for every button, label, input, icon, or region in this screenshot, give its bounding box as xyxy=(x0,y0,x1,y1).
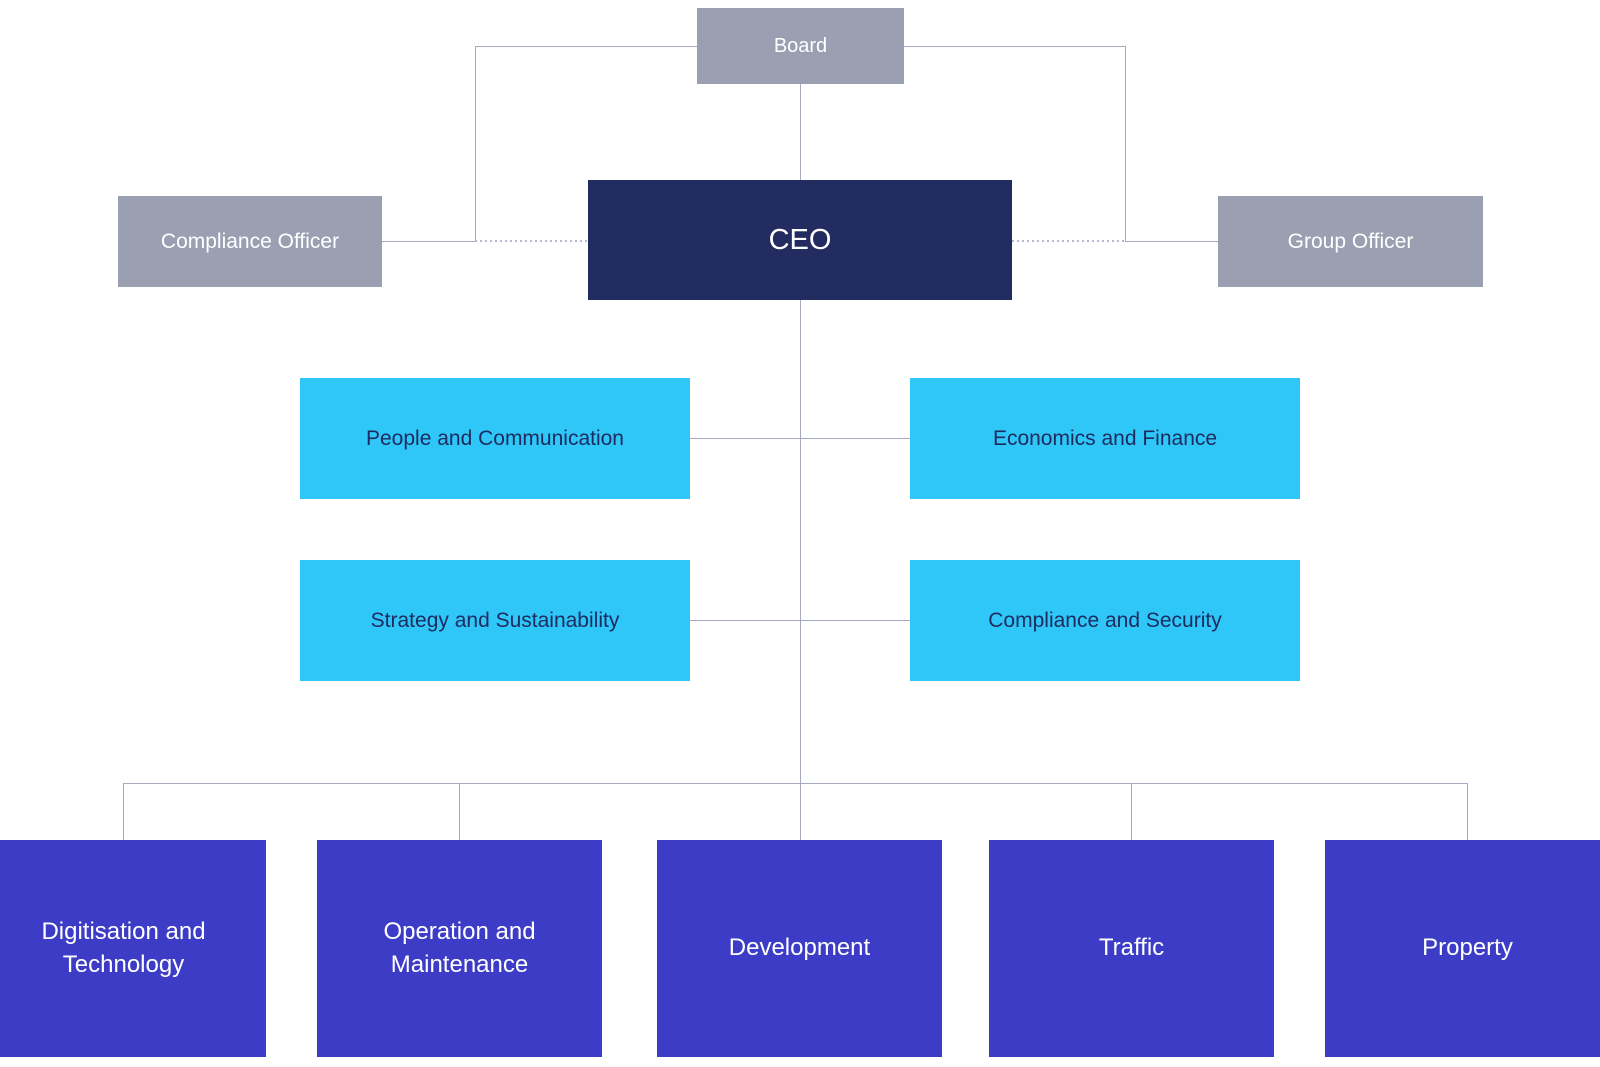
connector-group-officer-solid xyxy=(1125,241,1218,242)
org-node-group-officer: Group Officer xyxy=(1218,196,1483,287)
connector-right-junction-vertical xyxy=(1125,46,1126,241)
connector-drop-property xyxy=(1467,783,1468,840)
org-node-digitisation-and-technology: Digitisation and Technology xyxy=(0,840,266,1057)
connector-compliance-security xyxy=(800,620,910,621)
strategy-and-sustainability-label: Strategy and Sustainability xyxy=(370,608,620,632)
connector-board-to-left-junction xyxy=(475,46,697,47)
connector-left-junction-vertical xyxy=(475,46,476,241)
connector-strategy-sustainability xyxy=(690,620,800,621)
connector-ceo-to-department-bus xyxy=(800,300,801,783)
connector-drop-operation-maintenance xyxy=(459,783,460,840)
compliance-and-security-label: Compliance and Security xyxy=(988,608,1222,632)
group-officer-label: Group Officer xyxy=(1287,229,1414,253)
economics-and-finance-label: Economics and Finance xyxy=(992,426,1218,450)
org-node-compliance-officer: Compliance Officer xyxy=(118,196,382,287)
org-node-property: Property xyxy=(1325,840,1600,1057)
connector-board-to-ceo xyxy=(800,84,801,180)
connector-economics-finance xyxy=(800,438,910,439)
org-node-operation-and-maintenance: Operation and Maintenance xyxy=(317,840,602,1057)
connector-department-bus xyxy=(123,783,1467,784)
org-node-board: Board xyxy=(697,8,904,84)
compliance-officer-label: Compliance Officer xyxy=(160,229,340,253)
connector-group-officer-dotted xyxy=(1012,240,1125,242)
connector-drop-digitisation-technology xyxy=(123,783,124,840)
digitisation-and-technology-label: Digitisation and Technology xyxy=(41,918,206,978)
connector-people-communication xyxy=(690,438,800,439)
ceo-label: CEO xyxy=(768,223,832,256)
org-node-ceo: CEO xyxy=(588,180,1012,300)
connector-compliance-officer-solid xyxy=(382,241,475,242)
org-node-traffic: Traffic xyxy=(989,840,1274,1057)
connector-drop-traffic xyxy=(1131,783,1132,840)
org-node-development: Development xyxy=(657,840,942,1057)
org-node-compliance-and-security: Compliance and Security xyxy=(910,560,1300,681)
people-and-communication-label: People and Communication xyxy=(366,426,624,450)
org-node-economics-and-finance: Economics and Finance xyxy=(910,378,1300,499)
connector-compliance-officer-dotted xyxy=(475,240,588,242)
connector-drop-development xyxy=(800,783,801,840)
org-node-strategy-and-sustainability: Strategy and Sustainability xyxy=(300,560,690,681)
org-node-people-and-communication: People and Communication xyxy=(300,378,690,499)
connector-board-to-right-junction xyxy=(904,46,1125,47)
development-label: Development xyxy=(728,934,871,962)
property-label: Property xyxy=(1422,934,1513,962)
traffic-label: Traffic xyxy=(1098,934,1165,962)
board-label: Board xyxy=(773,34,828,57)
operation-and-maintenance-label: Operation and Maintenance xyxy=(383,918,536,978)
